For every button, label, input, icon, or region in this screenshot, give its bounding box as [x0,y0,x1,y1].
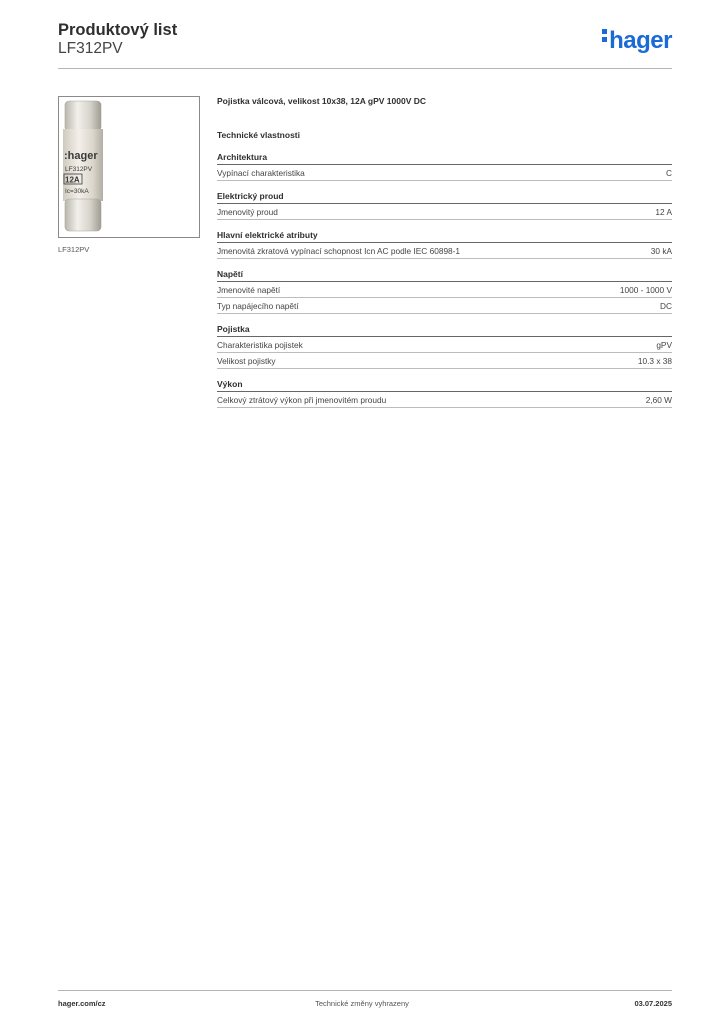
section-title: Technické vlastnosti [217,130,300,140]
product-image-caption: LF312PV [58,245,90,254]
spec-row: Jmenovitá zkratová vypínací schopnost Ic… [217,243,672,259]
hager-logo: hager [602,29,672,53]
spec-group-title: Architektura [217,152,672,165]
spec-row: Jmenovitý proud 12 A [217,204,672,220]
fuse-code-label: LF312PV [65,166,93,173]
spec-value: C [666,168,672,178]
spec-group-title: Hlavní elektrické atributy [217,230,672,243]
fuse-rating-box [63,173,83,185]
spec-label: Jmenovitý proud [217,207,278,217]
fuse-body [63,129,103,201]
spec-label: Jmenovité napětí [217,285,281,295]
spec-label: Celkový ztrátový výkon při jmenovitém pr… [217,395,387,405]
spec-group-title: Elektrický proud [217,191,672,204]
spec-row: Typ napájecího napětí DC [217,298,672,314]
spec-value: DC [660,301,672,311]
product-image-frame: :hager LF312PV 12A Ic=30kA [58,96,200,238]
spec-value: 12 A [655,207,672,217]
product-description: Pojistka válcová, velikost 10x38, 12A gP… [217,96,426,106]
spec-value: 2,60 W [645,395,672,405]
header-divider [58,68,672,69]
spec-label: Typ napájecího napětí [217,301,299,311]
spec-label: Jmenovitá zkratová vypínací schopnost Ic… [217,246,461,256]
spec-row: Vypínací charakteristika C [217,165,672,181]
fuse-rating-label: 12A [65,176,80,185]
spec-row: Jmenovité napětí 1000 - 1000 V [217,282,672,298]
spec-row: Velikost pojistky 10.3 x 38 [217,353,672,369]
footer-date: 03.07.2025 [634,999,672,1008]
fuse-image: :hager LF312PV 12A Ic=30kA [63,100,103,232]
page-subtitle: LF312PV [58,40,123,57]
footer-divider [58,990,672,991]
footer-note: Technické změny vyhrazeny [315,999,409,1008]
logo-text: hager [609,27,672,54]
content: Pojistka válcová, velikost 10x38, 12A gP… [217,96,672,418]
spec-row: Charakteristika pojistek gPV [217,337,672,353]
spec-group-title: Napětí [217,269,672,282]
footer-website[interactable]: hager.com/cz [58,999,106,1008]
fuse-brand-label: :hager [64,150,98,162]
spec-label: Velikost pojistky [217,356,276,366]
fuse-bottom-cap [64,198,102,232]
fuse-top-cap [64,100,102,132]
logo-colon-icon [602,29,608,45]
spec-value: gPV [656,340,672,350]
spec-group-title: Pojistka [217,324,672,337]
page-title: Produktový list [58,21,178,39]
fuse-breaking-label: Ic=30kA [65,188,89,195]
spec-value: 1000 - 1000 V [619,285,672,295]
spec-label: Charakteristika pojistek [217,340,303,350]
spec-label: Vypínací charakteristika [217,168,305,178]
spec-row: Celkový ztrátový výkon při jmenovitém pr… [217,392,672,408]
spec-value: 10.3 x 38 [637,356,672,366]
spec-value: 30 kA [650,246,672,256]
spec-group-title: Výkon [217,379,672,392]
